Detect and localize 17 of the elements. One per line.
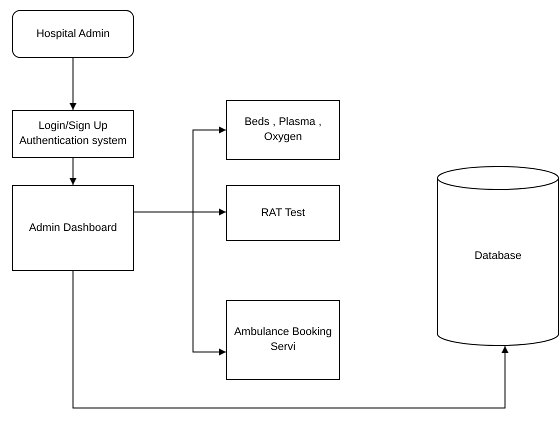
- node-label: Ambulance Booking Servi: [233, 325, 333, 355]
- process-box: [226, 100, 340, 160]
- arrow: [70, 158, 76, 186]
- node-label: Login/Sign Up Authentication system: [18, 119, 128, 149]
- arrow: [72, 270, 508, 408]
- process-box: [12, 110, 134, 158]
- arrow: [134, 212, 226, 356]
- process-box: [226, 300, 340, 380]
- node-label: RAT Test: [260, 206, 306, 220]
- start-box: [12, 10, 134, 58]
- process-box: [226, 185, 340, 241]
- arrow: [70, 58, 76, 110]
- node-label: Hospital Admin: [36, 26, 110, 42]
- process-box: [12, 185, 134, 271]
- node-label: Admin Dashboard: [28, 220, 118, 236]
- node-label: Database: [474, 248, 522, 264]
- node-label: Beds , Plasma , Oxygen: [243, 115, 323, 145]
